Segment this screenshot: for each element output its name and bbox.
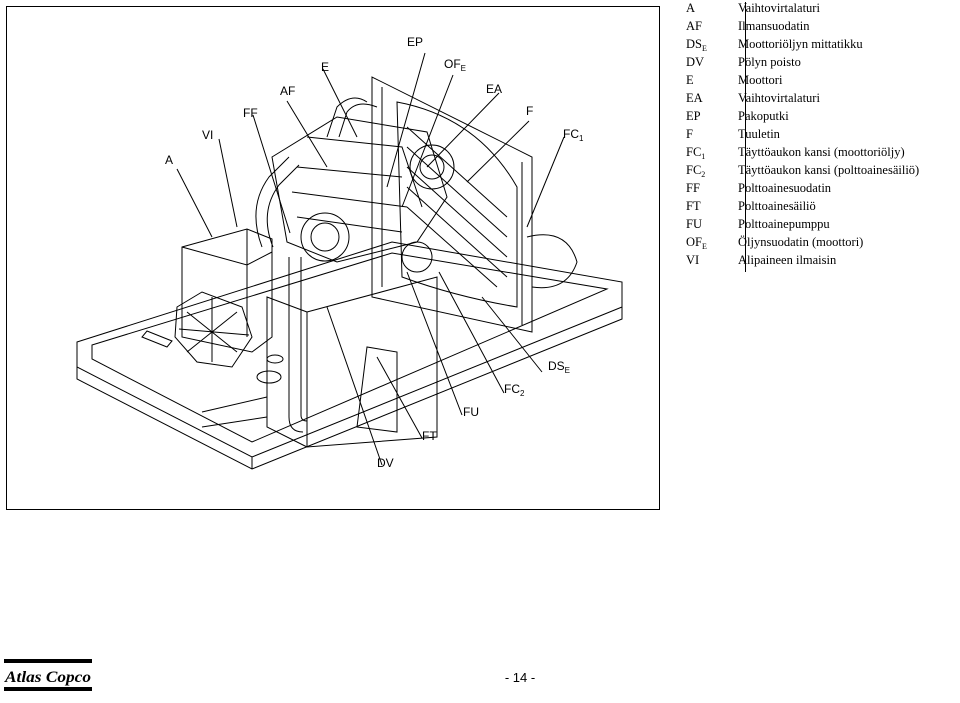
callout-ds-e: DSE xyxy=(548,359,571,375)
legend-description: Täyttöaukon kansi (moottoriöljy) xyxy=(738,145,905,159)
legend-description: Polttoainepumppu xyxy=(738,217,830,231)
callout-a: A xyxy=(165,153,174,167)
callout-af: AF xyxy=(280,84,296,98)
alternator-grille xyxy=(174,291,253,368)
legend-description: Öljynsuodatin (moottori) xyxy=(738,235,864,249)
legend-code: A xyxy=(686,1,696,15)
engine-block xyxy=(271,116,448,263)
exhaust-pipe xyxy=(326,97,368,138)
legend-description: Pölyn poisto xyxy=(738,55,801,69)
legend-code: DSE xyxy=(686,37,707,53)
legend-code: EP xyxy=(686,109,701,123)
engine-assembly-drawing xyxy=(76,52,623,470)
legend-code: DV xyxy=(686,55,705,69)
callout-ft: FT xyxy=(422,429,437,443)
legend-code: FU xyxy=(686,217,702,231)
callout-dv: DV xyxy=(377,456,394,470)
legend-divider xyxy=(745,2,746,272)
legend-code: FC1 xyxy=(686,145,706,161)
callout-ep: EP xyxy=(407,35,424,49)
legend-code: AF xyxy=(686,19,702,33)
legend-description: Täyttöaukon kansi (polttoainesäiliö) xyxy=(738,163,920,177)
intake-pipe xyxy=(288,257,304,433)
base-frame xyxy=(76,241,623,458)
callout-fc2: FC2 xyxy=(504,382,525,398)
fan-guard xyxy=(396,101,518,308)
legend-code: E xyxy=(686,73,694,87)
callout-ea: EA xyxy=(486,82,503,96)
legend-description: Tuuletin xyxy=(738,127,780,141)
leader-lines xyxy=(176,52,565,466)
legend-description: Vaihtovirtalaturi xyxy=(738,1,820,15)
legend-code: FT xyxy=(686,199,701,213)
callout-e: E xyxy=(321,60,330,74)
legend-code: F xyxy=(686,127,693,141)
legend-code: FC2 xyxy=(686,163,706,179)
callout-of-e: OFE xyxy=(444,57,467,73)
legend-description: Pakoputki xyxy=(738,109,789,123)
legend-description: Moottori xyxy=(738,73,783,87)
engine-assembly-figure: A VI FF AF E EP OFE EA F FC1 DSE FC2 FU … xyxy=(6,6,660,510)
legend-description: Vaihtovirtalaturi xyxy=(738,91,820,105)
legend-code: OFE xyxy=(686,235,707,251)
legend-code: VI xyxy=(686,253,700,267)
callout-ff: FF xyxy=(243,106,258,120)
legend-code: EA xyxy=(686,91,703,105)
callout-fu: FU xyxy=(463,405,479,419)
legend-description: Polttoainesäiliö xyxy=(738,199,816,213)
legend-description: Ilmansuodatin xyxy=(738,19,810,33)
legend-description: Polttoainesuodatin xyxy=(738,181,832,195)
engine-pulley xyxy=(300,212,350,262)
svg-text:Atlas Copco: Atlas Copco xyxy=(4,669,91,686)
callout-fc1: FC1 xyxy=(563,127,584,143)
callout-f: F xyxy=(526,104,534,118)
fan-frame xyxy=(371,76,533,333)
atlas-copco-logo: Atlas Copco xyxy=(4,659,96,692)
base-frame-inner xyxy=(91,252,609,443)
legend-code: FF xyxy=(686,181,700,195)
legend-description: Moottoriöljyn mittatikku xyxy=(738,37,863,51)
fuel-tank xyxy=(306,276,438,448)
page-number: - 14 - xyxy=(504,670,536,685)
callout-vi: VI xyxy=(202,128,214,142)
legend-description: Alipaineen ilmaisin xyxy=(738,253,837,267)
